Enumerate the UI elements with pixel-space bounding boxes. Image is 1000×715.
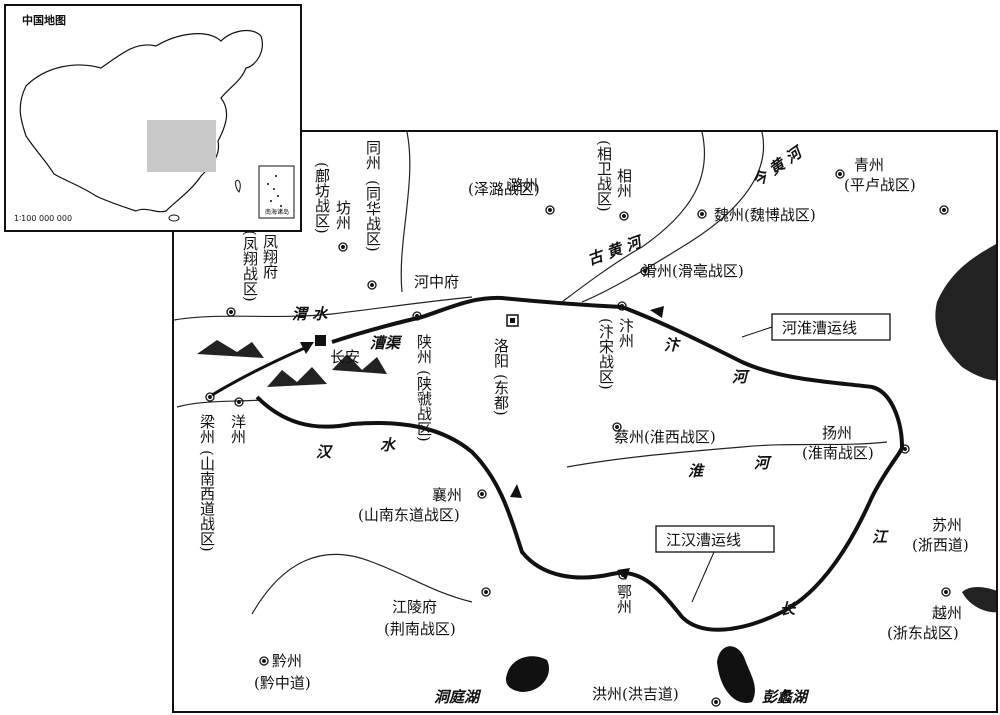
- hainan-island: [168, 214, 180, 222]
- dongting-label: 洞庭湖: [434, 688, 482, 706]
- changan-label: 长安: [330, 348, 360, 366]
- jianghan-callout-box: [655, 525, 775, 553]
- fangzhou-label: 坊州: [334, 200, 352, 230]
- xiangzhou-s-note: (山南东道战区): [358, 506, 460, 524]
- hongzhou-label: 洪州(洪吉道): [592, 685, 679, 703]
- liangzhou-changan-arrow: [300, 342, 314, 354]
- ezhou-label: 鄂州: [615, 584, 633, 614]
- luzhou-label: 潞州: [508, 176, 538, 194]
- jin-huanghe-line2: [581, 132, 765, 303]
- sea-island: [962, 587, 996, 613]
- tongzhou-note: (同华战区): [364, 180, 382, 252]
- south-sea-islands: [267, 175, 282, 207]
- study-area: [147, 120, 216, 172]
- han-shui-label: 水: [380, 436, 396, 454]
- fengxiangfu-note: (凤翔战区): [241, 230, 259, 302]
- yangzhou-label: 扬州: [822, 424, 852, 442]
- hehuai-route-arrow: [650, 306, 664, 318]
- vertical-labels: 陕州 (陕虢战区) (汴宋战区) 汴州 洛阳 (东都) 相州 (相卫战区) 同州…: [198, 140, 635, 614]
- jin-huanghe-line: [561, 132, 706, 303]
- tongzhou-label: 同州: [364, 140, 382, 170]
- jianglingfu-label: 江陵府: [392, 598, 437, 616]
- mountains: [197, 340, 387, 387]
- liangzhou-label: 梁州: [198, 414, 216, 444]
- dongting-lake: [505, 656, 550, 692]
- changan-marker: [315, 335, 326, 346]
- chang-label: 长: [780, 600, 797, 618]
- liangzhou-changan-route: [211, 345, 308, 397]
- south-sea-label: 南海诸岛: [265, 208, 289, 216]
- qingzhou-note: (平卢战区): [844, 176, 916, 194]
- qianzhou-label: 黔州: [272, 652, 302, 670]
- southern-river: [251, 553, 473, 615]
- jin-huanghe-label: 今 黄 河: [749, 142, 807, 190]
- hehuai-callout-line: [741, 326, 773, 338]
- qianzhou-note: (黔中道): [254, 674, 311, 692]
- inset-scale: 1∶100 000 000: [14, 214, 73, 223]
- caoqu-label: 漕渠: [370, 334, 403, 352]
- xiangzhou-label: 相州: [615, 168, 633, 198]
- inset-canvas: 南海诸岛: [19, 29, 295, 222]
- liangzhou-note: (山南西道战区): [198, 450, 216, 552]
- shanzhou-note: (陕虢战区): [415, 370, 433, 442]
- bian-he-label: 河: [732, 368, 750, 386]
- china-outline: [19, 29, 263, 213]
- taiwan-island: [235, 179, 241, 193]
- huazhou-label: 滑州(滑亳战区): [642, 262, 744, 280]
- luoyang-note: (东都): [492, 374, 510, 416]
- south-sea-box: [258, 165, 295, 219]
- han-river-upper: [176, 399, 263, 408]
- hehuai-route-label: 河淮漕运线: [782, 319, 857, 337]
- inset-title: 中国地图: [22, 14, 66, 27]
- suzhou-note: (浙西道): [912, 536, 969, 554]
- jianghan-route: [255, 395, 904, 632]
- wei-river-label: 渭 水: [292, 305, 328, 323]
- shanzhou-label: 陕州: [415, 334, 433, 364]
- wei-river-line: [174, 296, 473, 321]
- poyang-label: 彭蠡湖: [762, 688, 810, 706]
- jianghan-route-label: 江汉漕运线: [666, 531, 741, 549]
- luoyang-label: 洛阳: [492, 338, 510, 368]
- yuezhou-label: 越州: [932, 604, 962, 622]
- caizhou-label: 蔡州(淮西战区): [614, 428, 716, 446]
- xiangzhou-s-label: 襄州: [432, 486, 462, 504]
- gu-huanghe-line: [400, 132, 411, 293]
- huai-he-label: 河: [754, 454, 772, 472]
- han-label: 汉: [316, 443, 333, 461]
- poyang-lake: [717, 646, 755, 703]
- main-map: 河淮漕运线 江汉漕运线 渭 水 漕渠 古 黄 河 今 黄 河 汴 河 汉 水 淮…: [172, 130, 998, 713]
- qingzhou-label: 青州: [854, 156, 884, 174]
- yuezhou-note: (浙东战区): [887, 624, 959, 642]
- weizhou-label: 魏州(魏博战区): [714, 206, 816, 224]
- bianzhou-note: (汴宋战区): [597, 318, 615, 390]
- fengxiangfu-label: 凤翔府: [261, 234, 279, 280]
- map-canvas: 河淮漕运线 江汉漕运线 渭 水 漕渠 古 黄 河 今 黄 河 汴 河 汉 水 淮…: [174, 132, 996, 707]
- suzhou-label: 苏州: [932, 516, 962, 534]
- jianglingfu-note: (荆南战区): [384, 620, 456, 638]
- jiang-label: 江: [872, 528, 889, 546]
- yangzhou-w-label: 洋州: [229, 414, 247, 444]
- sea-east: [935, 244, 996, 381]
- bianzhou-label: 汴州: [617, 318, 635, 348]
- huai-river-line: [566, 441, 888, 468]
- city-markers: [205, 169, 951, 707]
- xiangzhou-note: (相卫战区): [595, 140, 613, 212]
- huai-label: 淮: [688, 462, 705, 480]
- inset-china-map: 中国地图 南海诸岛 1∶100 000 000: [4, 4, 302, 232]
- hehuai-callout-box: [771, 313, 891, 341]
- bian-label: 汴: [664, 336, 681, 354]
- jianghan-callout-line: [691, 551, 715, 603]
- yangzhou-note: (淮南战区): [802, 444, 874, 462]
- jianghan-route-arrow: [510, 484, 522, 498]
- hezhongfu-label: 河中府: [414, 273, 459, 291]
- luzhou-note: (泽潞战区): [468, 180, 540, 198]
- fangzhou-note: (鄜坊战区): [313, 162, 331, 234]
